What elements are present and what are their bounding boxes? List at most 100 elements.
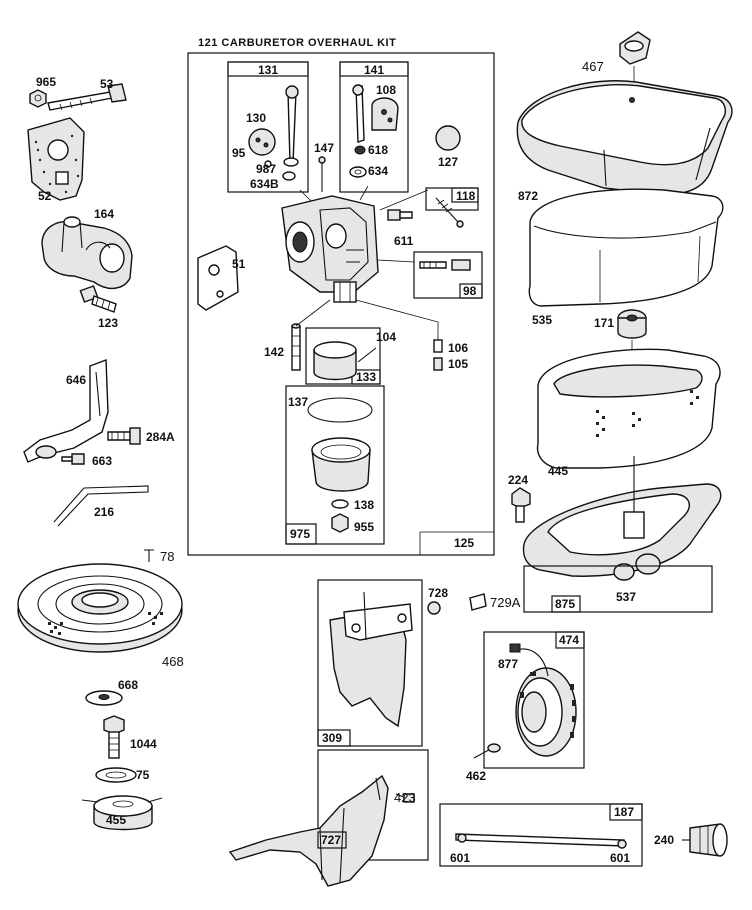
part-75-washer [95,767,137,783]
part-468-blower-housing [17,563,183,653]
label-537: 537 [616,590,636,604]
label-216: 216 [94,505,114,519]
part-455-cup [81,795,163,831]
label-187: 187 [614,805,634,819]
part-51-gasket [197,245,239,311]
label-131: 131 [258,63,278,77]
label-284a: 284A [146,430,175,444]
part-975-bowl [311,437,371,492]
label-601a: 601 [450,851,470,865]
part-728-screw [427,601,441,615]
label-975: 975 [290,527,310,541]
label-98: 98 [463,284,477,298]
label-955: 955 [354,520,374,534]
label-423: 423 [394,790,416,805]
part-138-washer [331,499,349,509]
part-142-pin [291,323,301,371]
part-187-shaft [455,833,627,849]
label-105: 105 [448,357,468,371]
part-445-filter [536,348,721,469]
part-634b-ring [282,171,296,181]
label-668: 668 [118,678,138,692]
label-987: 987 [256,162,276,176]
part-634-seat [349,166,367,178]
part-474-alternator [509,643,577,757]
label-141: 141 [364,63,384,77]
kit-title: 121 CARBURETOR OVERHAUL KIT [198,37,396,49]
label-965: 965 [36,75,56,89]
label-727: 727 [321,833,341,847]
label-872: 872 [518,189,538,203]
label-611: 611 [394,234,414,248]
part-130-needle [283,85,299,167]
part-carburetor-body [281,195,379,303]
part-118-screw-spring [435,197,464,228]
label-634: 634 [368,164,388,178]
part-611-screw [387,209,413,221]
label-468: 468 [162,654,184,669]
label-663: 663 [92,454,112,468]
label-125: 125 [454,536,474,550]
part-147-screw [318,156,326,192]
label-240: 240 [654,833,674,847]
label-455: 455 [106,813,126,827]
part-52-gasket [27,117,85,201]
part-98-idle-screw [419,259,471,271]
label-445: 445 [548,464,568,478]
part-309-governor [329,591,413,728]
box-474 [483,631,585,769]
box-98 [413,251,483,299]
label-875: 875 [555,597,575,611]
label-75: 75 [136,768,150,782]
part-535-precleaner [528,188,724,307]
part-955-nut [331,513,349,533]
part-105-spring [433,357,443,371]
label-108-top: 108 [376,83,396,97]
part-875-base [522,456,722,581]
label-106: 106 [448,341,468,355]
part-1044-bolt [103,715,125,759]
label-95: 95 [232,146,246,160]
part-108-float [352,84,399,143]
label-123: 123 [98,316,118,330]
label-462: 462 [466,769,486,783]
label-164: 164 [94,207,114,221]
part-95-plate [248,128,276,156]
part-663-screw [61,453,85,465]
part-224-bolt [511,487,531,523]
part-78-screw [144,549,154,562]
part-646-bracket [23,359,109,463]
part-987-screw [264,160,272,168]
label-142: 142 [264,345,284,359]
label-535: 535 [532,313,552,327]
label-130: 130 [246,111,266,125]
box-309 [317,579,423,747]
label-224: 224 [508,473,528,487]
carburetor-kit-frame [187,52,495,556]
label-474: 474 [559,633,579,647]
part-729a-clip [469,593,487,611]
box-187 [439,803,643,867]
box-975 [285,385,385,545]
part-872-cover [516,80,733,195]
label-137: 137 [288,395,308,409]
part-467-knob [619,31,651,96]
part-133-float-bowl [313,341,357,381]
box-423 [317,749,429,861]
part-171-nut [617,309,647,339]
part-137-gasket [307,397,373,423]
part-727-guard [228,774,389,887]
label-104: 104 [376,330,396,344]
part-668-plate [85,690,123,706]
part-53-shaft [47,83,127,111]
box-727 [317,831,347,849]
label-53: 53 [100,77,114,91]
part-106-valve [433,339,443,353]
label-618: 618 [368,143,388,157]
part-618-spring [354,145,366,155]
label-51: 51 [232,257,246,271]
label-1044: 1044 [130,737,157,751]
part-104-pin [357,347,377,363]
label-118: 118 [456,189,476,203]
